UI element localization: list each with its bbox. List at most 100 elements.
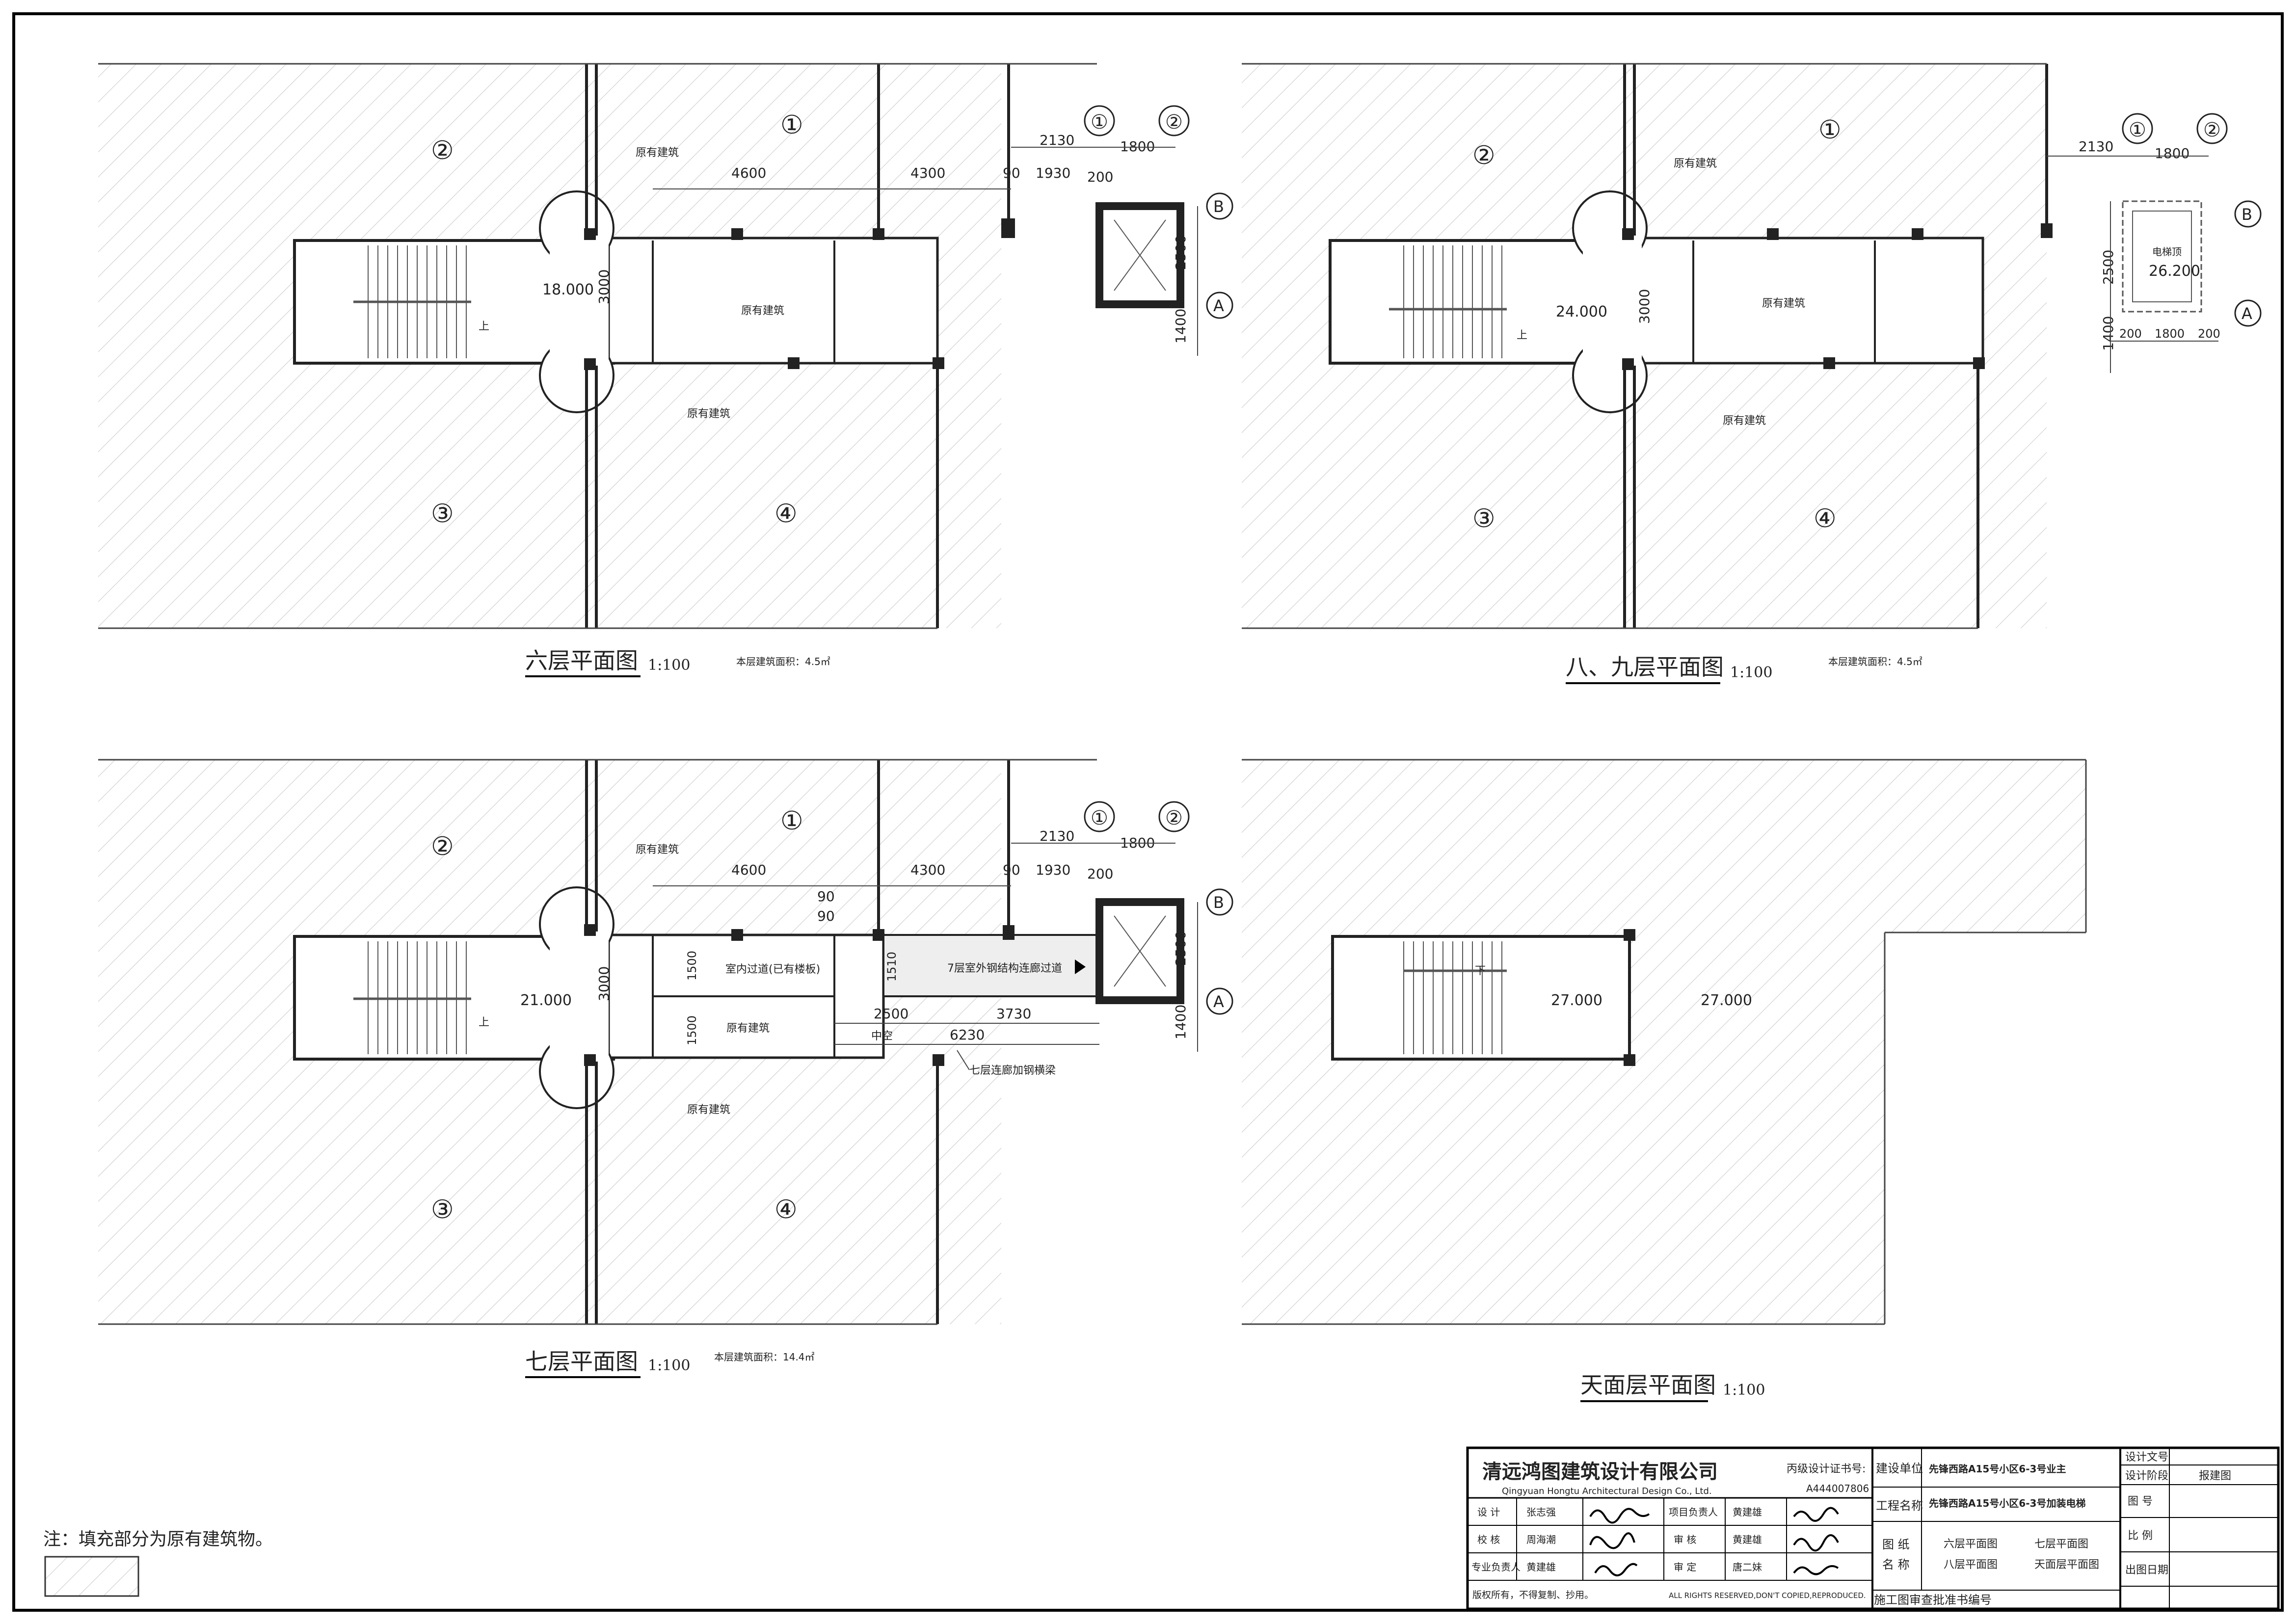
arrow-icon: [1075, 959, 1086, 974]
elevator-top: [2122, 200, 2202, 313]
up-label: 上: [479, 320, 489, 333]
column: [584, 1054, 596, 1066]
person-name: 张志强: [1526, 1506, 1556, 1518]
drawing-name: 八层平面图: [1944, 1559, 1998, 1571]
axis-bubble: [2234, 200, 2262, 228]
axis-label: ①: [1091, 111, 1108, 133]
room-number: ②: [1472, 141, 1495, 170]
dimension: 3000: [596, 269, 612, 304]
axis-label: B: [2242, 205, 2252, 224]
dimension: 3000: [1636, 289, 1653, 324]
axis-label: ②: [1165, 111, 1183, 133]
axis-label: B: [1213, 893, 1224, 912]
plan-8-9f: 上 24.000 电梯顶 26.200 ① ② ③ ④ 原有建筑 原有建筑 原有…: [1242, 63, 2262, 684]
axis-label: ②: [2203, 119, 2221, 141]
corridor-outdoor-label: 7层室外钢结构连廊过道: [947, 962, 1062, 975]
existing-label: 原有建筑: [1674, 158, 1717, 170]
column: [1912, 228, 1923, 240]
dimension: 1930: [1036, 165, 1070, 181]
dimension: 90: [817, 888, 835, 905]
room-number: ③: [431, 1195, 454, 1225]
up-label: 上: [479, 1016, 489, 1029]
level-mark: 18.000: [542, 281, 594, 298]
drawing-name: 天面层平面图: [2034, 1559, 2099, 1571]
void-label: 中空: [871, 1030, 893, 1042]
legend-note: 注：填充部分为原有建筑物。: [43, 1529, 273, 1549]
axis-label: ①: [2129, 119, 2146, 141]
dimension: 200: [2119, 327, 2142, 341]
plan-area: 本层建筑面积：14.4㎡: [714, 1351, 815, 1363]
plan-7f: 上 21.000 ① ② ③ ④ 原有建筑 原有建筑 原有建筑 室内过道(已有楼…: [98, 759, 1233, 1378]
beam-note: 七层连廊加钢横梁: [969, 1065, 1056, 1077]
corridor-indoor-label: 室内过道(已有楼板): [725, 963, 820, 976]
dimension: 2500: [1173, 235, 1189, 270]
role-label: 项目负责人: [1669, 1506, 1718, 1518]
dimension: 2500: [1173, 931, 1189, 966]
sheet-border: [12, 12, 2284, 1612]
copyright-cn: 版权所有，不得复制、抄用。: [1472, 1590, 1594, 1600]
plan-title: 八、九层平面图: [1566, 654, 1724, 680]
room-number: ③: [431, 499, 454, 529]
up-label: 上: [1517, 329, 1527, 342]
leader-line: [957, 1050, 970, 1070]
person-name: 唐二妹: [1733, 1561, 1762, 1573]
dimension: 2130: [2079, 138, 2113, 155]
column: [788, 357, 800, 369]
existing-label: 原有建筑: [741, 305, 784, 317]
column: [584, 228, 596, 240]
corridor: [1638, 237, 1984, 365]
down-label: 下: [1475, 965, 1486, 977]
room-number: ④: [774, 499, 798, 529]
drawing-label: 图 纸: [1882, 1538, 1910, 1551]
stage: 报建图: [2199, 1470, 2231, 1482]
stair-treads: [1389, 245, 1507, 358]
role-label: 审 核: [1674, 1534, 1696, 1545]
column: [1003, 925, 1015, 940]
axis-label: A: [1213, 296, 1224, 315]
dimension: 2130: [1040, 132, 1074, 148]
role-label: 校 核: [1477, 1534, 1500, 1545]
project-label: 工程名称: [1876, 1499, 1923, 1513]
plan-scale: 1:100: [1730, 664, 1772, 681]
column: [873, 929, 884, 941]
axis-bubble: [1206, 192, 1233, 220]
design-doc-label: 设计文号: [2125, 1451, 2168, 1464]
room-number: ①: [780, 806, 803, 836]
column: [731, 228, 743, 240]
axis-bubble: [1158, 105, 1190, 136]
plan-scale: 1:100: [1723, 1382, 1765, 1399]
lobby: [550, 226, 609, 373]
dimension: 4300: [910, 165, 945, 181]
approval-label: 施工图审查批准书编号: [1874, 1593, 1992, 1607]
room-number: ②: [431, 136, 454, 165]
plan-area: 本层建筑面积：4.5㎡: [1828, 656, 1922, 667]
legend-swatch: [44, 1556, 139, 1597]
elevator-cross: [1114, 915, 1166, 987]
corridor-outdoor: [882, 934, 1098, 997]
company-name: 清远鸿图建筑设计有限公司: [1482, 1461, 1718, 1483]
room-number: ③: [1472, 504, 1495, 533]
dimension: 200: [1087, 169, 1113, 185]
scale-label: 比 例: [2128, 1530, 2153, 1542]
axis-label: A: [2242, 304, 2252, 323]
axis-bubble: [1206, 987, 1233, 1015]
dimension: 2500: [874, 1006, 908, 1022]
column: [933, 357, 944, 369]
dimension: 2500: [2100, 250, 2116, 285]
dimension: 90: [1003, 862, 1020, 878]
cert-no: A444007806: [1806, 1483, 1869, 1494]
client-label: 建设单位: [1876, 1462, 1923, 1475]
drawing-no-label: 图 号: [2128, 1495, 2153, 1508]
dimension: 4600: [731, 862, 766, 878]
drawing-name: 七层平面图: [2034, 1538, 2088, 1550]
plan-title: 六层平面图: [525, 647, 638, 674]
axis-bubble: [1084, 801, 1115, 832]
dimension: 1400: [1173, 309, 1189, 344]
dimension: 1500: [685, 1015, 699, 1045]
drawing-label: 名 称: [1882, 1558, 1910, 1571]
column: [873, 228, 884, 240]
stage-label: 设计阶段: [2125, 1470, 2168, 1482]
axis-bubble: [2234, 299, 2262, 327]
elevator-cross: [1114, 219, 1166, 291]
